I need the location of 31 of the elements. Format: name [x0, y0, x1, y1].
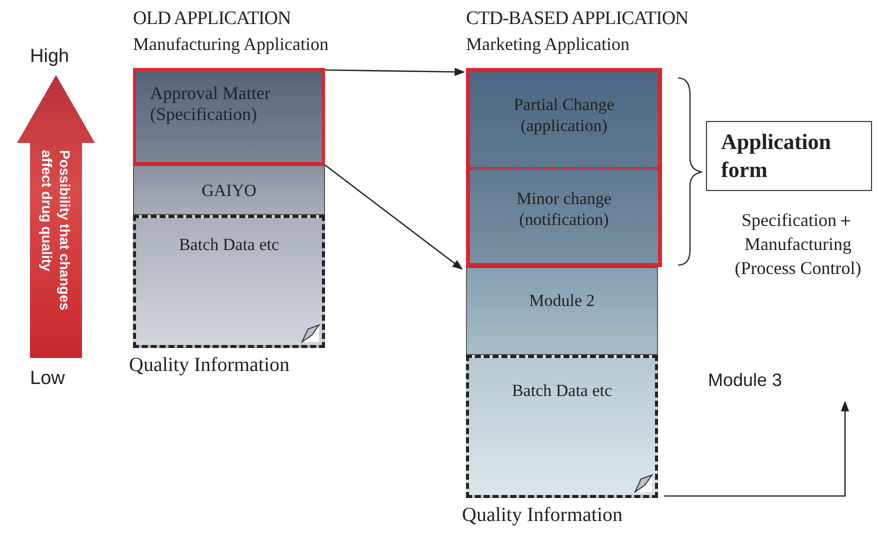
section-box [133, 165, 325, 215]
box-text: GAIYO [200, 180, 258, 201]
column-heading: CTD-BASED APPLICATION [466, 8, 688, 30]
box-text: Minor change (notification) [516, 188, 612, 230]
column-label: Quality Information [462, 504, 623, 527]
section-box [133, 215, 325, 348]
box-text: Partial Change (application) [512, 94, 616, 136]
arrow [325, 68, 466, 76]
column-subheading: Manufacturing Application [133, 34, 328, 55]
section-box [466, 355, 658, 498]
arrow [664, 400, 850, 497]
note-text: Specification＋ Manufacturing (Process Control) [734, 209, 862, 280]
section-box [470, 170, 658, 263]
box-text: Batch Data etc [178, 234, 280, 255]
box-text: Batch Data etc [510, 380, 614, 401]
box-text: Module 3 [708, 370, 784, 391]
scale-label: High [30, 46, 70, 68]
box-text: Application form [720, 128, 832, 184]
scale-label: Low [30, 368, 65, 390]
section-box [133, 68, 325, 165]
section-box [470, 72, 658, 170]
column-label: Quality Information [129, 354, 290, 377]
label-box [706, 121, 872, 191]
column-subheading: Marketing Application [466, 34, 630, 55]
box-text: Module 2 [528, 290, 596, 311]
arrow-label: Possibility that changes affect drug quality [38, 150, 74, 312]
box-text: Approval Matter (Specification) [149, 82, 272, 125]
section-box [466, 68, 662, 267]
arrow [324, 164, 463, 270]
column-heading: OLD APPLICATION [133, 8, 291, 30]
section-box [466, 267, 658, 355]
